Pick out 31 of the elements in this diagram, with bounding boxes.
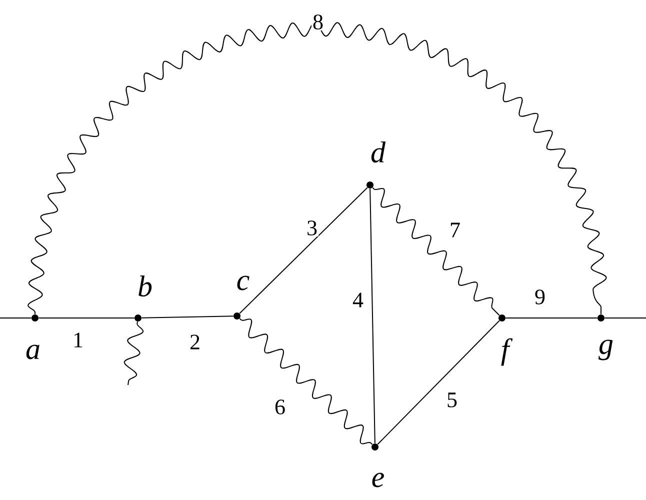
- vertex-dot: [498, 314, 506, 322]
- vertex-label: d: [371, 141, 386, 163]
- vertex-label: e: [372, 472, 384, 488]
- edge-label: 7: [448, 222, 462, 238]
- vertex-label: g: [598, 340, 613, 360]
- vertex-dot: [134, 314, 142, 322]
- edge-label: 8: [312, 14, 324, 30]
- vertex-label: c: [237, 276, 250, 290]
- edge-label: 9: [534, 288, 546, 306]
- line: [141, 316, 234, 318]
- edge-label: 6: [274, 398, 286, 416]
- edge-label: 5: [446, 392, 458, 408]
- vertex-dot: [234, 312, 240, 320]
- vertex-dot: [598, 314, 604, 322]
- vertex-dot: [366, 182, 374, 188]
- vertex-dot: [372, 444, 378, 450]
- wavy-line: [28, 22, 607, 315]
- edge-label: 2: [188, 334, 202, 350]
- vertex-label: a: [26, 344, 40, 360]
- vertex-dot: [32, 314, 38, 322]
- wavy-line: [372, 187, 500, 316]
- wavy-line: [239, 318, 373, 445]
- vertex-label: f: [501, 338, 513, 366]
- edge-label: 4: [352, 292, 364, 308]
- edge-label: 3: [306, 220, 318, 236]
- vertex-label: b: [138, 275, 152, 297]
- edge-label: 1: [72, 332, 84, 348]
- line: [239, 187, 368, 314]
- wavy-line: [124, 321, 144, 386]
- line: [370, 188, 376, 444]
- line: [377, 320, 500, 445]
